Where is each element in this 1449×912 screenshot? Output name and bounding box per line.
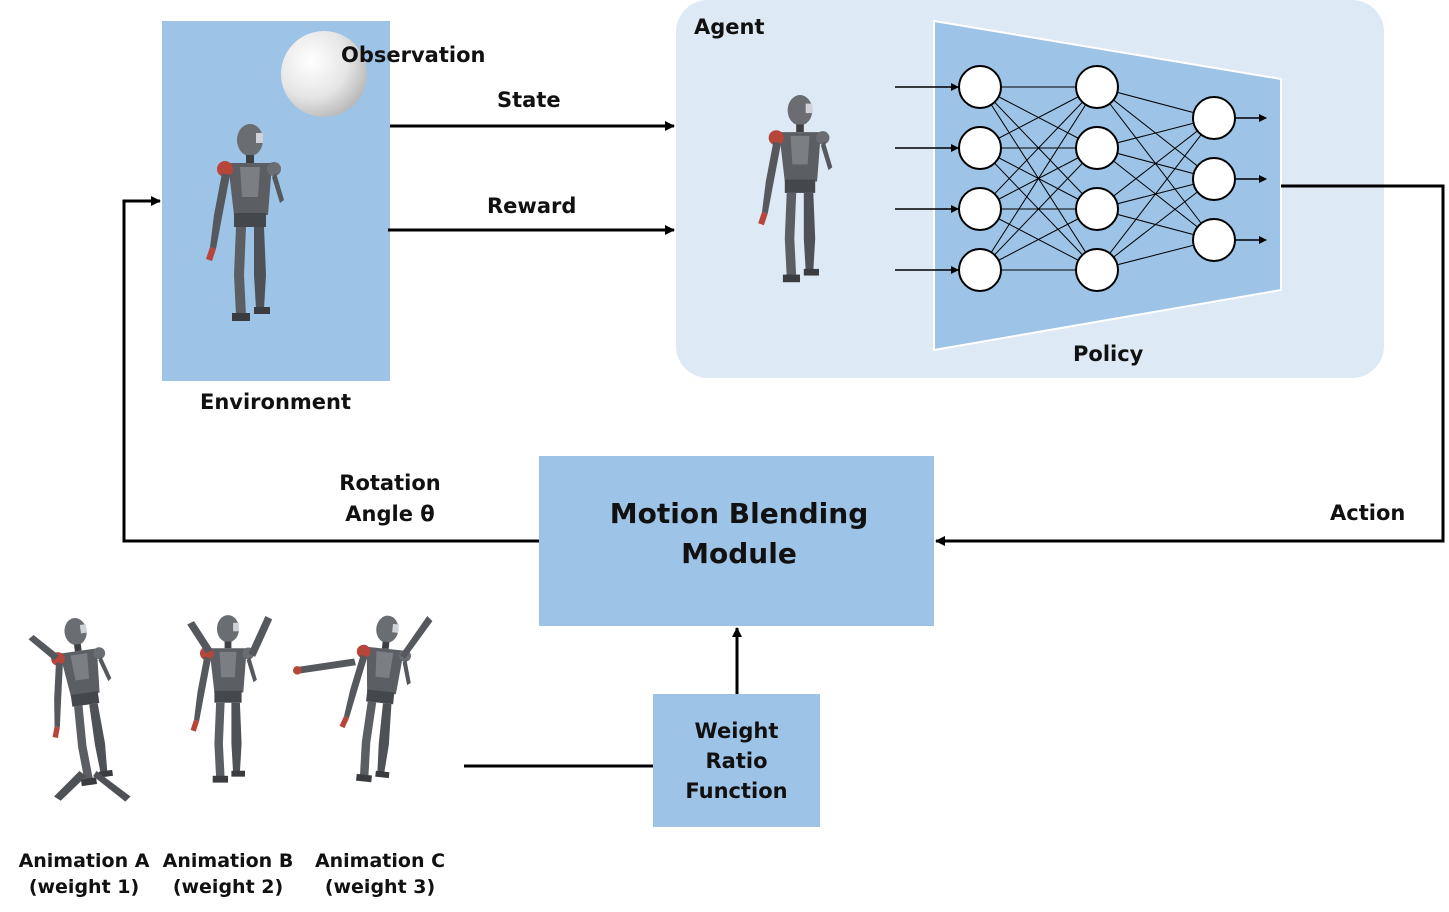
animation-c-weight: (weight 3) [324,876,436,898]
animation-a-caption: Animation A (weight 1) [14,848,154,900]
network-node [1192,157,1236,201]
action-label: Action [1330,501,1406,525]
network-edge [1096,117,1215,271]
motion-blending-line1: Motion Blending [609,497,869,530]
network-input-arrows [895,83,959,274]
rotation-label-line1: Rotation [339,471,441,495]
environment-robot [206,124,284,321]
animation-c-caption: Animation C (weight 3) [310,848,450,900]
animation-c-robot [293,611,433,786]
network-node [1075,248,1119,292]
policy-network-shape [933,19,1282,352]
network-node [958,126,1002,170]
network-node [958,65,1002,109]
network-node [1192,218,1236,262]
reward-label: Reward [487,194,577,218]
environment-label: Environment [200,390,352,414]
network-output-arrows [1236,114,1267,244]
animation-a-robot [28,614,131,802]
network-edge [979,86,1098,271]
network-node [1075,126,1119,170]
animation-b-weight: (weight 2) [172,876,284,898]
animation-a-name: Animation A [18,850,150,872]
motion-blending-module-box [539,456,934,626]
network-edge [1096,117,1215,210]
observation-label: Observation [341,43,486,67]
animation-b-caption: Animation B (weight 2) [158,848,298,900]
network-node [958,248,1002,292]
policy-label: Policy [1073,342,1144,366]
network-edge [979,86,1098,210]
action-arrow [935,184,1445,546]
weight-line2: Ratio [705,749,768,773]
rotation-arrow [122,196,539,543]
observation-ball [281,31,367,117]
rotation-label-line2: Angle θ [345,502,435,527]
animation-a-weight: (weight 1) [28,876,140,898]
network-node [1192,96,1236,140]
animation-b-robot [187,615,273,783]
weight-ratio-title: Weight Ratio Function [653,716,820,806]
network-edge [1096,178,1215,271]
network-node [1075,187,1119,231]
rotation-label: Rotation Angle θ [330,471,450,527]
agent-title: Agent [694,15,765,39]
animation-b-name: Animation B [162,850,294,872]
motion-blending-title: Motion Blending Module [539,494,939,574]
network-nodes [958,65,1236,292]
weight-line1: Weight [694,719,779,743]
network-node [1075,65,1119,109]
state-label: State [497,88,561,112]
motion-blending-line2: Module [681,537,797,570]
agent-robot [758,95,833,283]
weight-ratio-function-box [653,694,820,827]
network-node [958,187,1002,231]
network-edge [979,147,1098,271]
animation-c-name: Animation C [314,850,446,872]
weight-line3: Function [685,779,788,803]
